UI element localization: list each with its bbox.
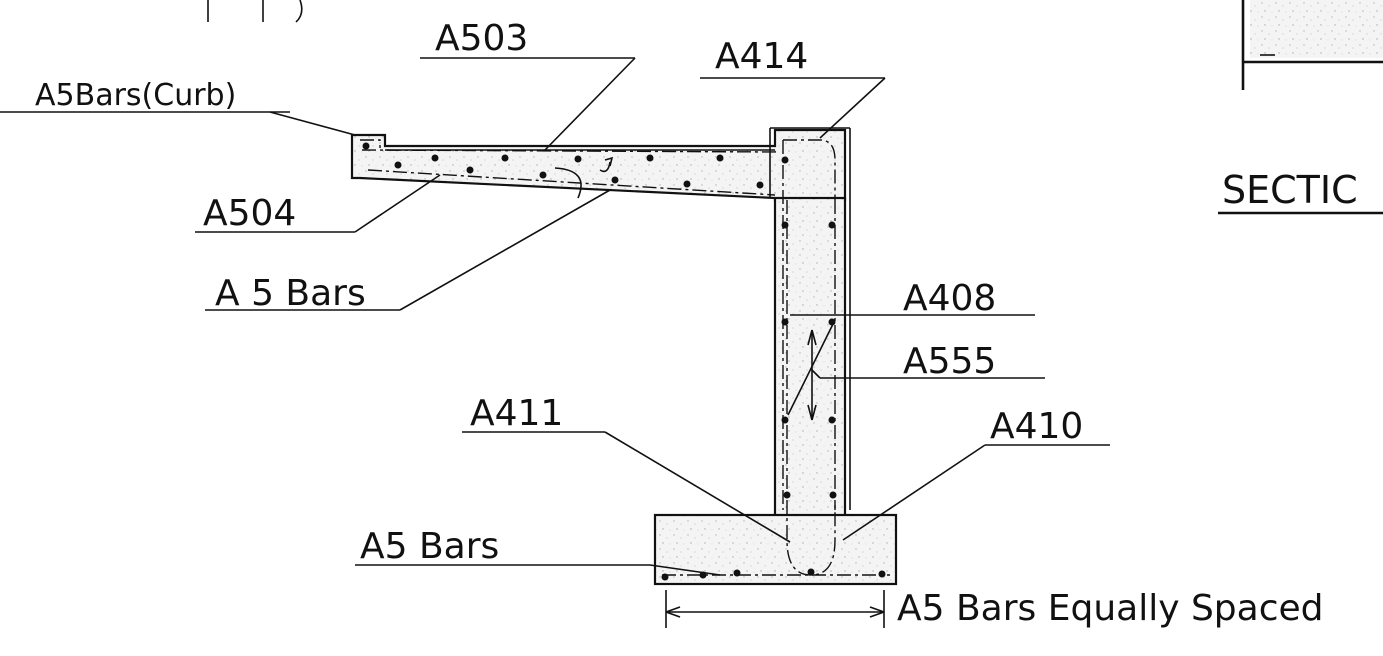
label-a5-bars-top: A 5 Bars: [215, 273, 366, 314]
slab-curved-arrow: [554, 156, 614, 199]
label-a414: A414: [715, 36, 808, 77]
section-title: SECTIC: [1218, 168, 1383, 215]
label-a504: A504: [203, 193, 296, 234]
top-right-inset-frame: [1241, 0, 1383, 90]
label-a5-bars-equally-spaced: A5 Bars Equally Spaced: [897, 588, 1324, 629]
label-a555: A555: [903, 341, 996, 382]
deck-slab: [350, 128, 847, 202]
label-a408: A408: [903, 278, 996, 319]
section-title-text: SECTIC: [1222, 168, 1358, 212]
label-a503: A503: [435, 18, 528, 59]
footing: [653, 513, 898, 586]
stem-arrows: [787, 321, 835, 421]
leader-lines: [0, 57, 1110, 576]
label-a411: A411: [470, 393, 563, 434]
label-a5-bars-bottom: A5 Bars: [360, 526, 499, 567]
label-a5-bars-curb: A5Bars(Curb): [35, 78, 236, 113]
footing-dimension-line: [665, 590, 885, 628]
rebar-dots: [362, 142, 886, 581]
top-left-fragments: [207, 0, 303, 23]
label-a410: A410: [990, 406, 1083, 447]
